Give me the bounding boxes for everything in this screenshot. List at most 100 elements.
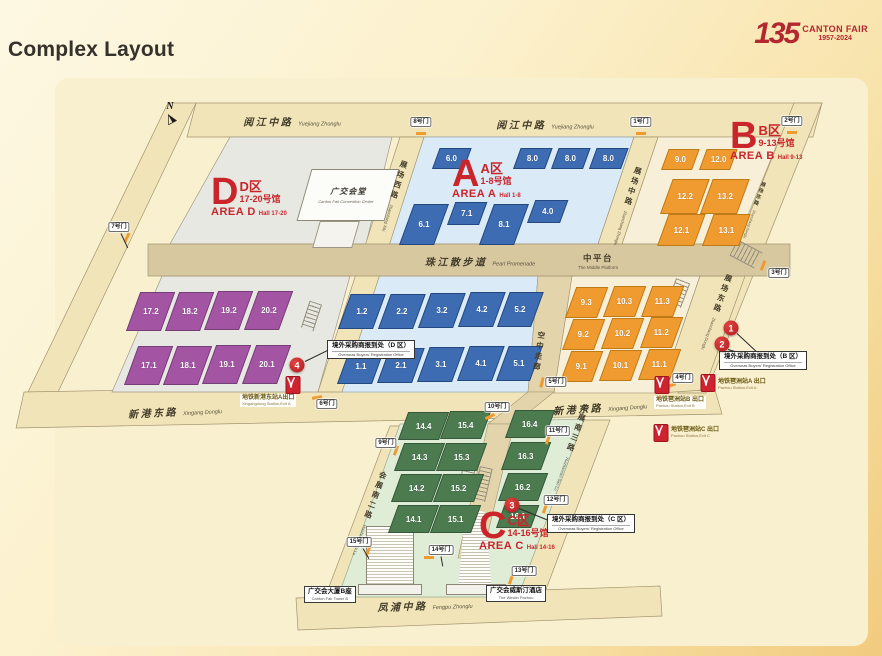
marker-4[interactable]: 4 bbox=[289, 357, 305, 373]
hall-8.0[interactable]: 8.0 bbox=[589, 148, 629, 169]
hall-label: 6.1 bbox=[418, 220, 430, 229]
area-letter: C bbox=[479, 505, 506, 547]
hall-label: 1.1 bbox=[355, 362, 367, 371]
hall-8.0[interactable]: 8.0 bbox=[551, 148, 591, 169]
metro-exit-zh: 地铁琶洲站C 出口 bbox=[671, 427, 720, 433]
hall-11.3[interactable]: 11.3 bbox=[641, 286, 685, 317]
gate-tick bbox=[424, 556, 434, 559]
hall-9.0[interactable]: 9.0 bbox=[661, 149, 700, 170]
road-name-en: Pearl Promenade bbox=[492, 261, 536, 268]
marker-3[interactable]: 3 bbox=[504, 497, 520, 513]
metro-station-icon-pazhou-c[interactable] bbox=[653, 424, 669, 442]
area-name-zh: B区 bbox=[758, 123, 781, 138]
hall-12.1[interactable]: 12.1 bbox=[657, 214, 706, 246]
registration-office-reg-b: 境外采购商报到处（B 区）Overseas Buyers' Registrati… bbox=[719, 351, 807, 370]
hall-label: 10.3 bbox=[616, 297, 633, 306]
hall-label: 3.1 bbox=[435, 360, 447, 369]
gate-tick bbox=[416, 132, 426, 135]
road-name-zh: 珠江散步道 bbox=[424, 257, 488, 269]
gate-10号门[interactable]: 10号门 bbox=[484, 402, 510, 412]
hall-16.3[interactable]: 16.3 bbox=[501, 442, 552, 470]
gate-5号门[interactable]: 5号门 bbox=[545, 377, 567, 387]
hall-16.2[interactable]: 16.2 bbox=[498, 473, 549, 501]
hall-6.1[interactable]: 6.1 bbox=[399, 204, 449, 245]
hall-8.1[interactable]: 8.1 bbox=[479, 204, 529, 245]
hall-5.2[interactable]: 5.2 bbox=[497, 292, 544, 327]
road-name-en: Xingang Donglu bbox=[607, 404, 648, 413]
hall-20.2[interactable]: 20.2 bbox=[244, 291, 294, 330]
hall-9.3[interactable]: 9.3 bbox=[565, 287, 609, 318]
hall-label: 3.2 bbox=[436, 306, 448, 315]
hall-15.4[interactable]: 15.4 bbox=[440, 411, 492, 439]
gate-12号门[interactable]: 12号门 bbox=[543, 495, 569, 505]
hall-label: 15.2 bbox=[450, 483, 467, 493]
hall-label: 19.2 bbox=[220, 306, 237, 315]
gate-7号门[interactable]: 7号门 bbox=[108, 222, 130, 232]
area-halls-zh: 14-16号馆 bbox=[507, 528, 549, 538]
gate-tick bbox=[539, 377, 545, 388]
metro-exit-zh: 地铁琶洲站A 出口 bbox=[718, 379, 766, 385]
metro-station-icon-xingangdong-a[interactable] bbox=[285, 376, 301, 394]
gate-3号门[interactable]: 3号门 bbox=[768, 268, 790, 278]
hall-11.2[interactable]: 11.2 bbox=[640, 317, 684, 348]
hall-15.1[interactable]: 15.1 bbox=[430, 505, 482, 533]
hall-label: 8.0 bbox=[527, 154, 539, 163]
hall-label: 11.1 bbox=[652, 360, 668, 369]
leader-line bbox=[304, 349, 329, 362]
hall-10.1[interactable]: 10.1 bbox=[599, 350, 643, 381]
tower-b-base bbox=[358, 584, 422, 595]
gate-9号门[interactable]: 9号门 bbox=[375, 438, 397, 448]
gate-tick bbox=[759, 260, 767, 271]
gate-11号门[interactable]: 11号门 bbox=[545, 426, 571, 436]
gate-2号门[interactable]: 2号门 bbox=[781, 116, 803, 126]
area-name-zh: C区 bbox=[507, 513, 530, 528]
gate-6号门[interactable]: 6号门 bbox=[316, 399, 338, 409]
hall-label: 9.1 bbox=[576, 362, 588, 371]
marker-1[interactable]: 1 bbox=[723, 320, 739, 336]
gate-8号门[interactable]: 8号门 bbox=[410, 117, 432, 127]
hall-label: 10.2 bbox=[614, 329, 631, 338]
metro-station-icon-pazhou-a[interactable] bbox=[700, 374, 716, 392]
area-halls-en: Hall 14-16 bbox=[526, 545, 555, 552]
hall-label: 14.3 bbox=[411, 452, 428, 462]
hall-label: 19.1 bbox=[218, 360, 235, 369]
hall-label: 18.1 bbox=[179, 361, 196, 370]
area-halls-zh: 1-8号馆 bbox=[480, 176, 512, 186]
marker-2[interactable]: 2 bbox=[714, 336, 730, 352]
hall-label: 8.1 bbox=[498, 220, 510, 229]
hall-9.2[interactable]: 9.2 bbox=[562, 319, 606, 350]
hall-label: 5.2 bbox=[514, 305, 526, 314]
hall-7.1[interactable]: 7.1 bbox=[447, 202, 488, 225]
registration-office-zh: 境外采购商报到处（B 区） bbox=[724, 353, 802, 360]
gate-14号门[interactable]: 14号门 bbox=[428, 545, 454, 555]
hall-4.0[interactable]: 4.0 bbox=[527, 200, 569, 223]
hall-10.2[interactable]: 10.2 bbox=[601, 318, 645, 349]
metro-station-icon-pazhou-b[interactable] bbox=[654, 376, 670, 394]
canton-fair-logo: 135 CANTON FAIR 1957-2024 bbox=[754, 19, 868, 49]
gate-1号门[interactable]: 1号门 bbox=[630, 117, 652, 127]
gate-4号门[interactable]: 4号门 bbox=[672, 373, 694, 383]
hall-20.1[interactable]: 20.1 bbox=[242, 345, 292, 384]
hall-label: 15.3 bbox=[453, 452, 470, 462]
road-name-zh: 阅江中路 bbox=[243, 117, 294, 129]
hall-10.3[interactable]: 10.3 bbox=[603, 286, 647, 317]
area-name-en: AREA A bbox=[452, 188, 497, 201]
metro-exit-en: Xingangdong Station,Exit A bbox=[242, 400, 291, 406]
gate-13号门[interactable]: 13号门 bbox=[511, 566, 537, 576]
gate-15号门[interactable]: 15号门 bbox=[346, 537, 372, 547]
hall-label: 11.3 bbox=[655, 297, 671, 306]
hall-9.1[interactable]: 9.1 bbox=[560, 351, 604, 382]
compass: N ◮ bbox=[162, 101, 178, 127]
road-name-en: Yuejiang Zhonglu bbox=[551, 124, 594, 131]
hall-label: 9.0 bbox=[674, 155, 686, 164]
